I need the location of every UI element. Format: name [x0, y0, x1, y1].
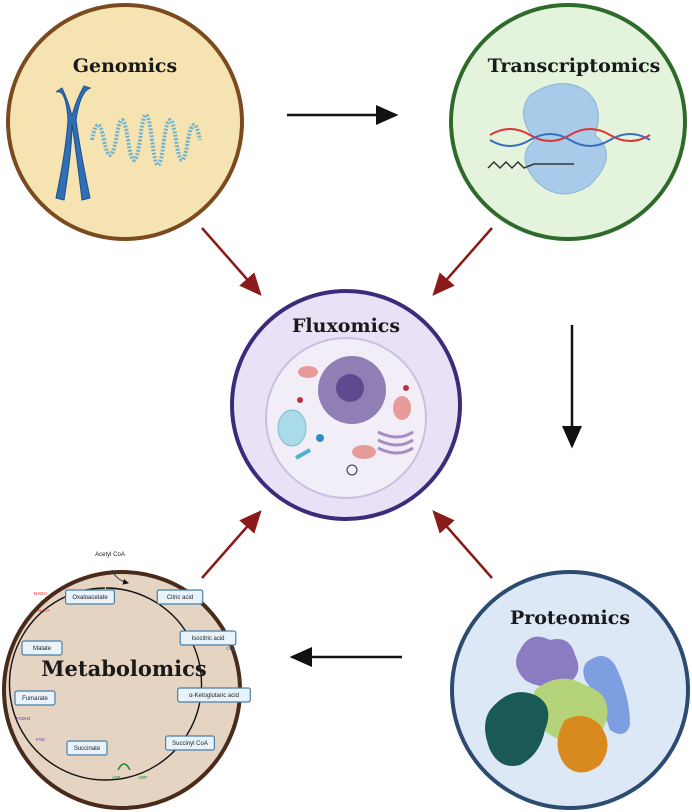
rna-polymerase-icon	[487, 83, 651, 195]
metabolite-label: Oxaloacetate	[72, 595, 108, 601]
fluxomics-node: Fluxomics	[230, 289, 462, 521]
metabolite-box	[66, 740, 108, 756]
genomics-node: Genomics	[6, 3, 244, 241]
arrow-transcriptomics-to-fluxomics	[432, 227, 493, 296]
transcriptomics-node: Transcriptomics	[449, 3, 687, 241]
metabolite-label: Isocitric acid	[191, 636, 224, 642]
arrow-metabolomics-to-fluxomics	[201, 510, 262, 579]
chromosome-icon	[55, 85, 202, 201]
proteomics-node: Proteomics	[450, 570, 690, 810]
metabolite-label: Citric acid	[167, 595, 193, 601]
transcriptomics-label: Transcriptomics	[488, 55, 661, 77]
metabolomics-node: Acetyl CoA Oxaloacetate Citric acidIsocit…	[2, 552, 251, 810]
cofactor-fad: FAD	[36, 737, 46, 742]
cofactor-nadh: NADH	[34, 591, 47, 596]
fluxomics-label: Fluxomics	[292, 315, 400, 337]
cofactor-fadh2: FADH2	[16, 716, 31, 721]
metabolite-box	[177, 687, 251, 703]
proteomics-label: Proteomics	[510, 607, 630, 629]
metabolite-label: α-Ketoglutaric acid	[189, 693, 239, 699]
metabolite-box	[156, 589, 204, 605]
arrow-proteomics-to-fluxomics	[432, 510, 493, 579]
protein-structures-icon	[485, 636, 630, 773]
tca-cycle: Acetyl CoA Oxaloacetate Citric acidIsocit…	[8, 552, 251, 781]
cofactor-nad: NAD+	[38, 608, 51, 613]
metabolite-box	[179, 630, 237, 646]
metabolite-label: Succinate	[74, 746, 101, 752]
tca-input: Acetyl CoA	[95, 552, 125, 558]
metabolite-box	[165, 735, 216, 751]
genomics-label: Genomics	[73, 55, 177, 77]
metabolite-box	[14, 690, 56, 706]
metabolite-box	[64, 589, 115, 605]
cofactor-adp: ADP	[138, 775, 147, 780]
arrow-genomics-to-fluxomics	[201, 227, 262, 296]
metabolite-box	[21, 640, 63, 656]
cofactor-atp: ATP	[112, 775, 120, 780]
metabolite-label: Succinyl CoA	[172, 741, 208, 747]
metabolite-label: Fumarate	[22, 696, 48, 702]
cell-icon	[265, 337, 427, 499]
metabolite-label: Malate	[33, 646, 52, 652]
metabolomics-label: Metabolomics	[41, 656, 206, 681]
cofactor-co2: CO2	[226, 646, 236, 651]
